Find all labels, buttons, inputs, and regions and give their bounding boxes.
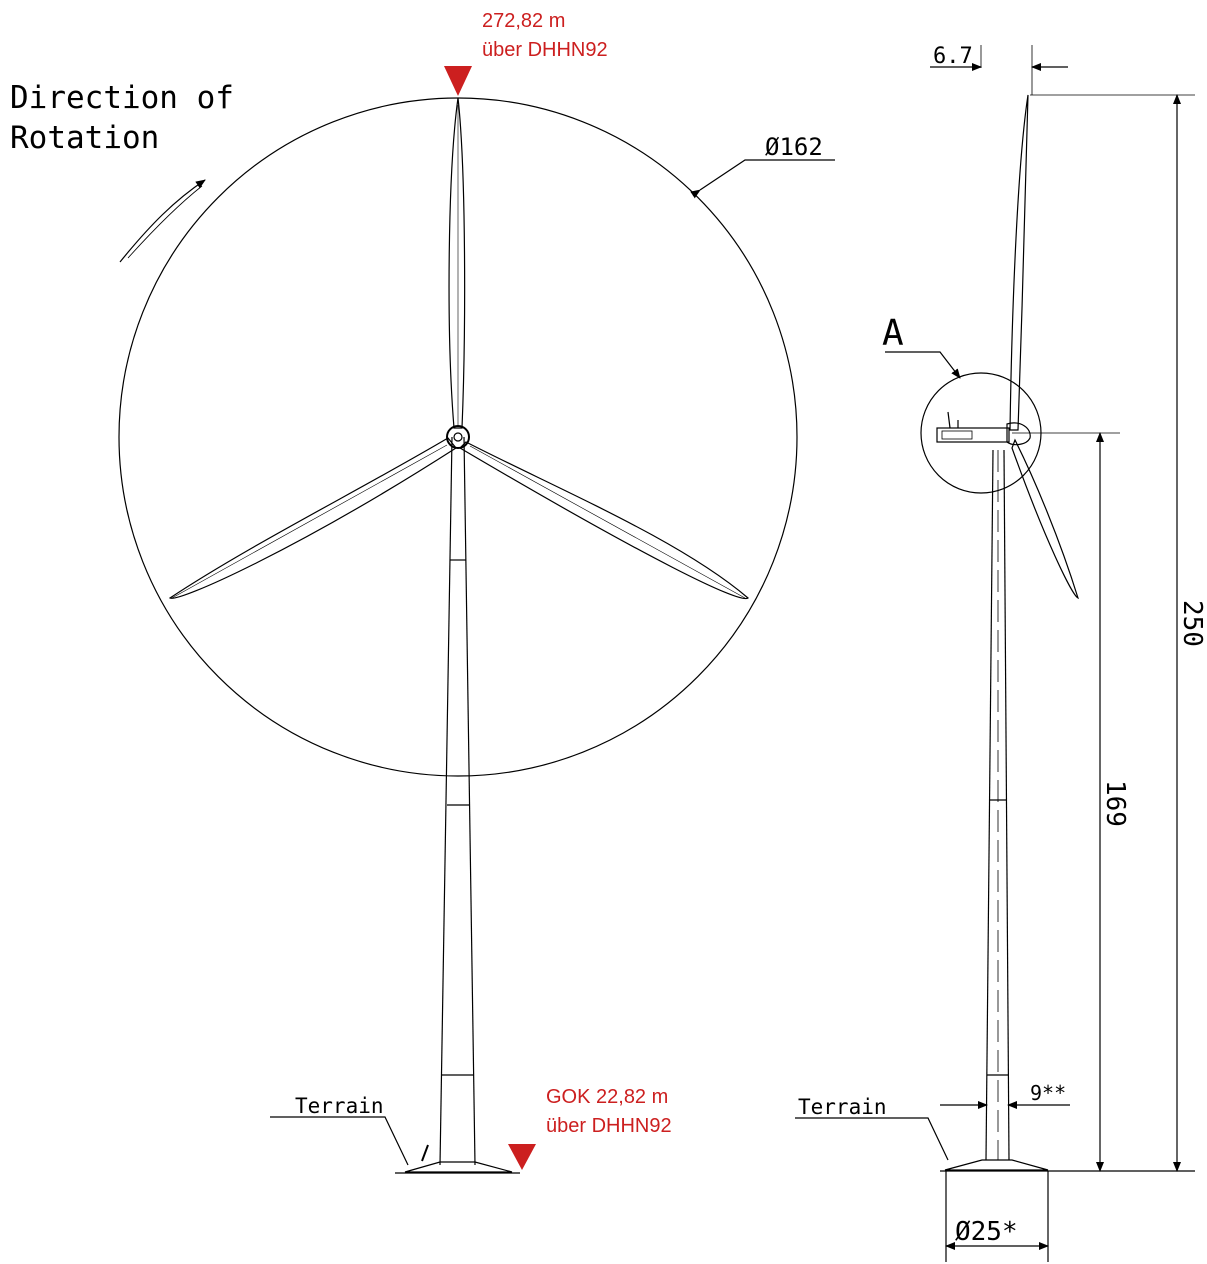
ground-elevation-value: GOK 22,82 m [546, 1086, 668, 1108]
blade-right [459, 441, 749, 600]
side-tower [985, 449, 1010, 1161]
ground-elevation-marker [508, 1144, 536, 1170]
front-view [118, 97, 835, 1174]
terrain-side-label: Terrain [798, 1095, 887, 1119]
blade-top [448, 97, 466, 429]
front-foundation [404, 1161, 513, 1173]
top-elevation-datum: über DHHN92 [482, 39, 608, 61]
rotation-arrow [119, 179, 206, 263]
side-view [795, 45, 1195, 1262]
foundation-diameter-label: Ø25* [955, 1217, 1018, 1247]
front-tower [439, 436, 476, 1166]
terrain-leader-front [270, 1116, 409, 1166]
detail-leader-a [885, 351, 961, 379]
diameter-leader [690, 159, 835, 199]
side-blade-down [1011, 438, 1079, 600]
top-elevation-marker [444, 66, 472, 96]
ground-elevation-datum: über DHHN92 [546, 1115, 672, 1137]
top-elevation-value: 272,82 m [482, 10, 565, 32]
side-foundation [944, 1159, 1049, 1171]
terrain-leader-side [795, 1117, 949, 1161]
hub-offset-label: 6.7 [933, 44, 973, 69]
rotation-label-line1: Direction of [10, 80, 234, 116]
nacelle [936, 427, 1010, 443]
side-blade-top [1009, 94, 1029, 431]
total-height-label: 250 [1177, 600, 1207, 647]
hub-height-label: 169 [1100, 780, 1130, 827]
terrain-front-label: Terrain [295, 1094, 384, 1118]
detail-a-label: A [882, 313, 904, 354]
rotation-label-line2: Rotation [10, 120, 159, 156]
tower-top-dim-label: 9** [1030, 1081, 1066, 1105]
hub [446, 425, 470, 449]
rotor-diameter-label: Ø162 [765, 133, 823, 161]
blade-left [168, 437, 457, 599]
